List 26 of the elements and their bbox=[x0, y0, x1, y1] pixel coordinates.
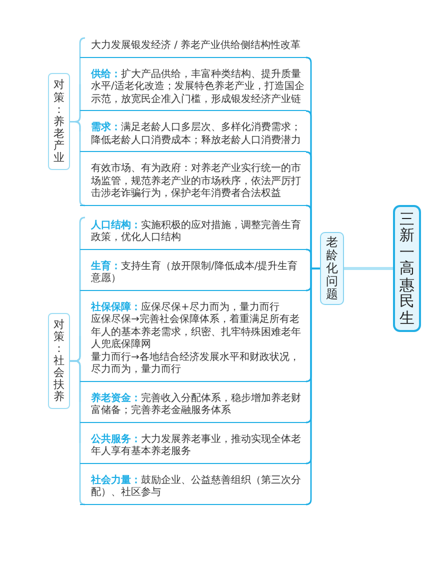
branch-text: 公共服务：大力发展养老事业，推动实现全体老年人享有基本养老服务 bbox=[91, 434, 302, 458]
branch-text: 社保保障：应保尽保+尽力而为，量力而行 bbox=[91, 302, 280, 314]
branch-text: 需求：满足老龄人口多层次、多样化消费需求；降低老龄人口消费成本；释放老龄人口消费潜力 bbox=[91, 122, 302, 147]
branch-item bbox=[80, 38, 306, 58]
connector-line bbox=[344, 267, 393, 270]
category-box bbox=[48, 73, 70, 170]
branch-text: 量力而行→各地结合经济发展水平和财政状况，尽力而为，量力而行 bbox=[91, 352, 300, 376]
subtopic-box bbox=[320, 232, 344, 305]
topic-text: 三新一高惠民生 bbox=[400, 210, 414, 326]
branch-text: 大力发展银发经济 / 养老产业供给侧结构性改革 bbox=[91, 40, 302, 52]
subtopic-text: 老龄化问题 bbox=[326, 236, 338, 302]
category-text: 对策：养老产业 bbox=[54, 79, 64, 164]
branch-text: 供给：扩大产品供给，丰富种类结构、提升质量水平/适老化改造；发展特色养老产业，打造国企示范，放宽民企准入门槛，形成银发经济产业链 bbox=[91, 68, 305, 106]
topic-box bbox=[393, 205, 421, 332]
branch-text: 应保尽保→完善社会保障体系，着重满足所有老年人的基本养老需求，织密、扎牢特殊困难老年人兜底保障网 bbox=[91, 314, 302, 352]
branch-line bbox=[306, 268, 320, 506]
category-text: 对策：社会扶养 bbox=[54, 318, 64, 404]
branch-text: 人口结构：实施积极的应对措施，调整完善生育政策，优化人口结构 bbox=[91, 220, 302, 244]
branch-text: 社会力量：鼓励企业、公益慈善组织（第三次分配）、社区参与 bbox=[91, 474, 302, 500]
branch-item bbox=[80, 218, 306, 250]
branch-text: 养老资金：完善收入分配体系，稳步增加养老财富储备；完善养老金融服务体系 bbox=[91, 392, 302, 418]
category-box bbox=[48, 312, 70, 410]
brace-line bbox=[70, 360, 86, 506]
branch-text: 有效市场、有为政府：对养老产业实行统一的市场监管，规范养老产业的市场秩序，依法严厉打击涉老诈骗行为，保护老年消费者合法权益 bbox=[91, 163, 302, 200]
branch-text: 生育：支持生育（放开限制/降低成本/提升生育意愿） bbox=[91, 260, 299, 286]
brace-line bbox=[70, 121, 86, 206]
